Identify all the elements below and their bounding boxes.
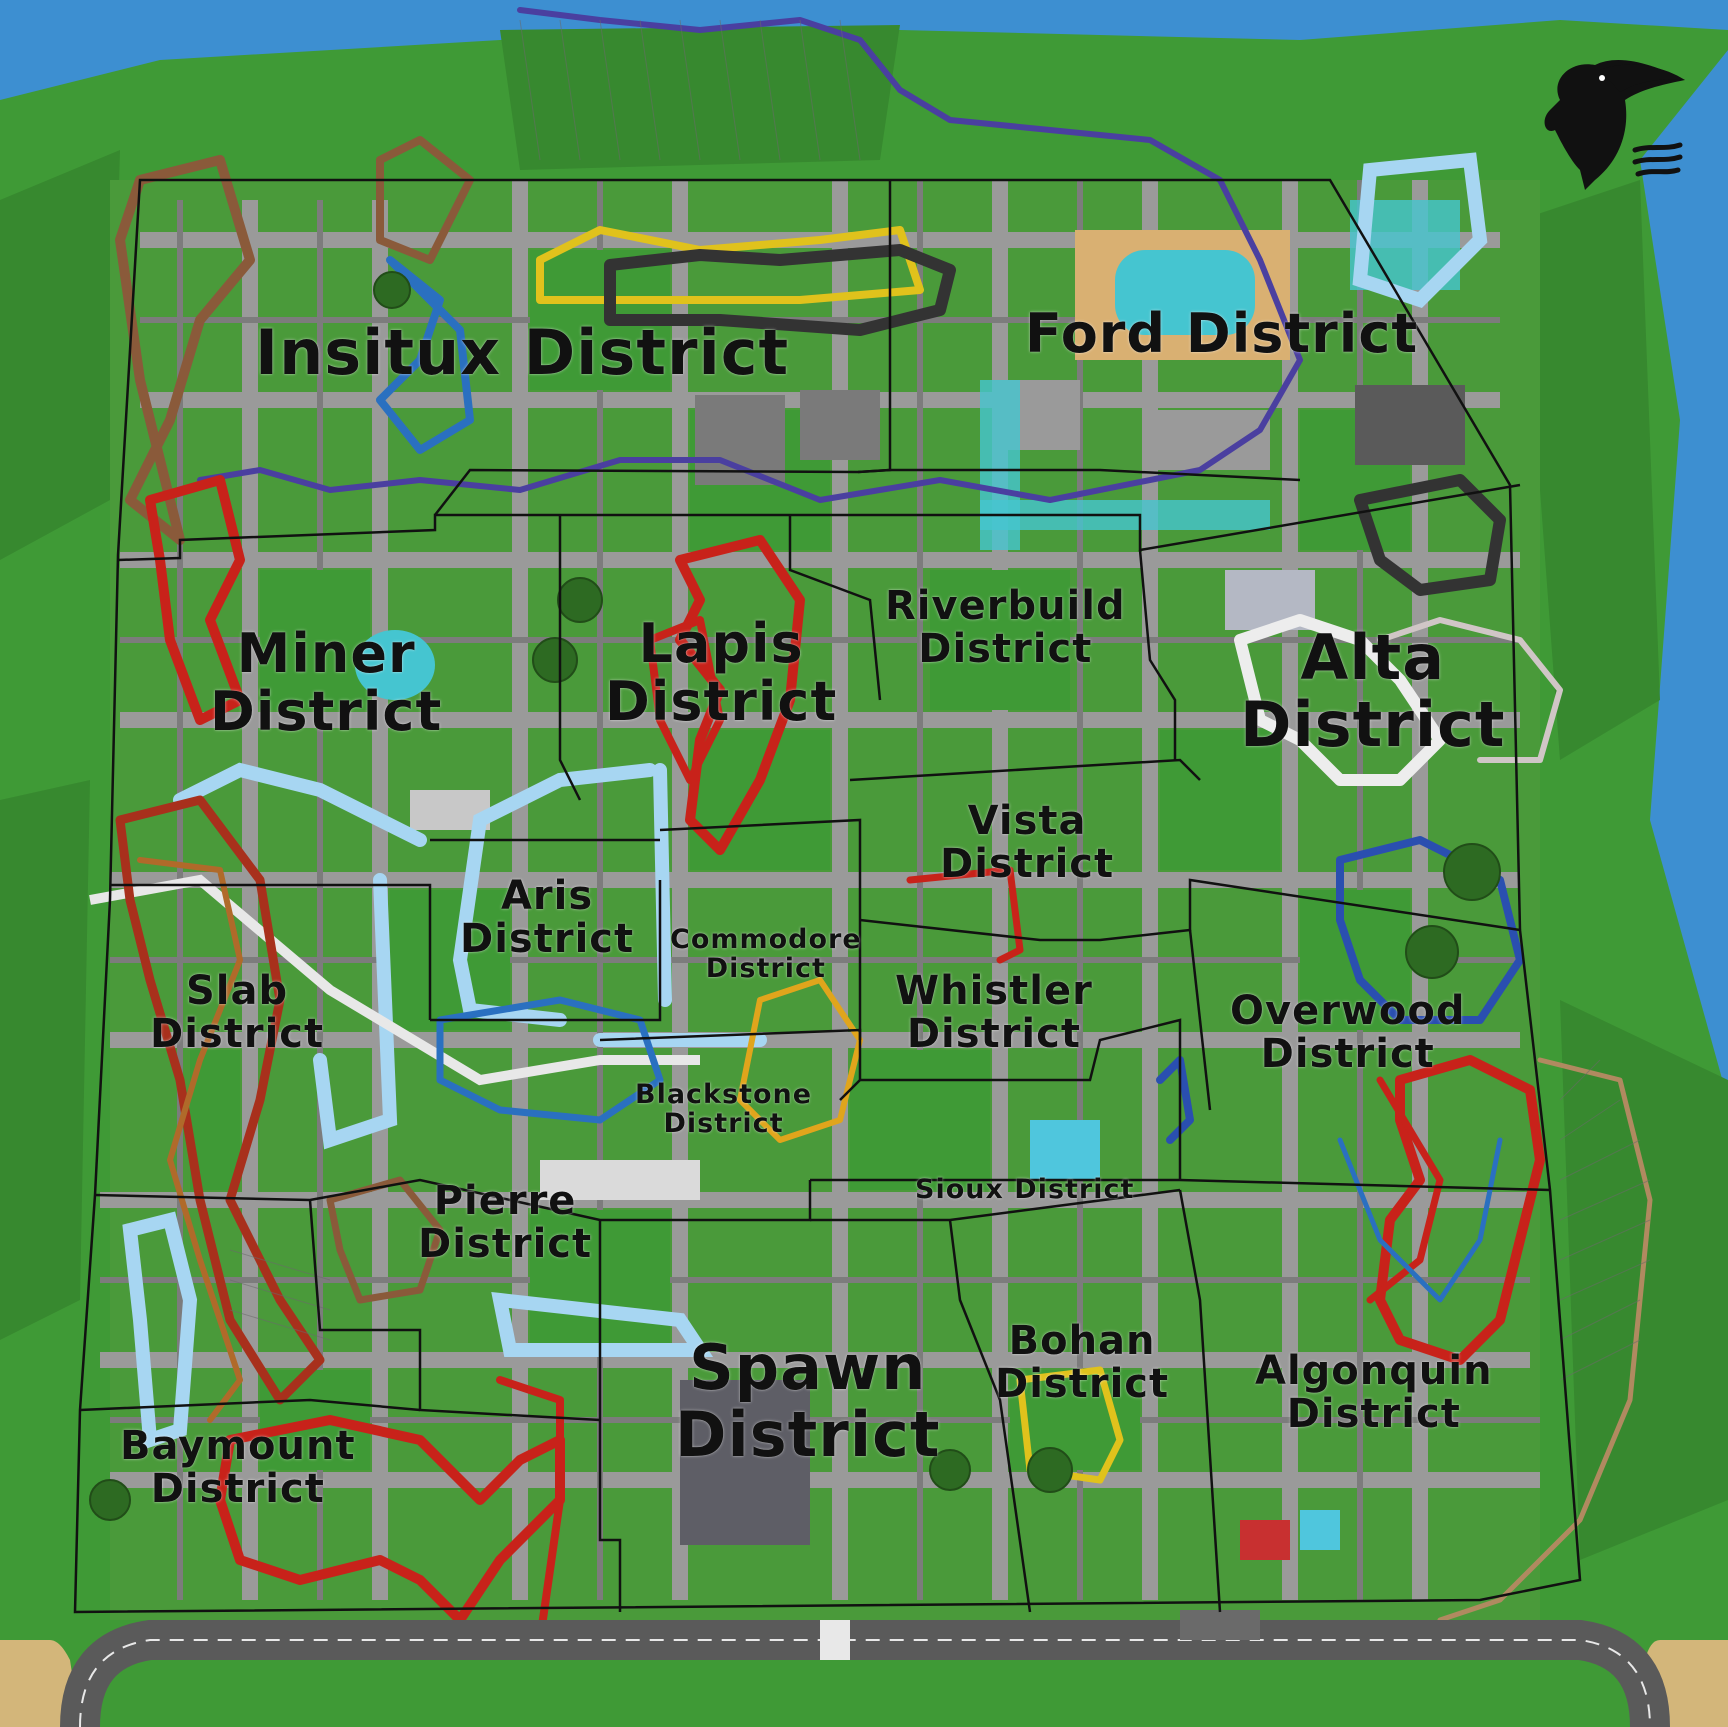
support-structures [229,19,1651,1381]
district-label-line: District [605,670,838,734]
district-label-slab: Slab District [150,968,325,1058]
district-label-baymount: Baymount District [120,1423,356,1513]
grass-patch [1520,180,1660,760]
district-label-line: District [1286,1391,1461,1438]
district-label-line: District [1240,687,1506,761]
district-label-line: District [705,953,826,985]
district-label-blackstone: Blackstone District [635,1080,812,1138]
district-label-line: Commodore [670,924,862,955]
district-label-line: District [150,1466,325,1513]
district-label-line: District [418,1221,593,1268]
district-label-spawn: Spawn District [675,1331,941,1471]
district-label-lapis: Lapis District [605,612,838,734]
crosswalk [820,1620,850,1660]
buildings [355,200,1465,1560]
district-label-ford: Ford District [1025,302,1419,365]
district-label-line: Lapis [638,612,804,675]
district-label-line: Aris [500,873,594,919]
district-label-line: Miner [236,622,416,685]
district-label-line: District [210,680,443,744]
district-label-line: District [995,1361,1170,1408]
district-label-line: Blackstone [635,1079,813,1110]
highway [0,1610,1728,1727]
district-label-line: Whistler [895,968,1093,1014]
grass-patch [0,780,90,1340]
district-label-line: Vista [967,798,1087,844]
district-label-line: Ford District [1025,302,1419,365]
district-label-vista: Vista District [940,798,1115,888]
district-label-line: District [1260,1031,1435,1078]
trees [89,271,1501,1521]
district-borders [73,178,1582,1614]
district-label-line: Slab [185,968,289,1014]
district-label-line: Sioux District [915,1174,1135,1205]
district-label-miner: Miner District [210,622,443,744]
district-label-line: Riverbuild [885,583,1126,629]
district-label-line: Alta [1300,621,1446,694]
district-label-aris: Aris District [460,873,635,963]
district-label-line: Baymount [120,1423,356,1469]
district-label-line: District [940,841,1115,888]
grass-patch [0,150,120,560]
district-label-line: District [918,626,1093,673]
district-label-pierre: Pierre District [418,1178,593,1268]
district-label-sioux: Sioux District [915,1175,1134,1204]
district-label-line: Bohan [1008,1318,1156,1364]
district-label-line: Spawn [689,1331,927,1404]
district-label-commodore: Commodore District [670,925,862,983]
district-label-line: Insitux District [255,316,790,389]
district-label-line: Overwood [1230,988,1466,1034]
coasters [115,7,1653,1644]
district-label-overwood: Overwood District [1230,988,1466,1078]
toucan-logo-icon [1544,60,1685,190]
district-label-riverbuild: Riverbuild District [885,583,1126,673]
beach [0,1640,80,1727]
district-label-algonquin: Algonquin District [1255,1348,1493,1438]
district-label-line: District [906,1011,1081,1058]
coaster-white [89,874,700,1086]
district-label-line: District [460,916,635,963]
district-label-line: District [663,1108,784,1140]
district-label-line: District [150,1011,325,1058]
district-label-alta: Alta District [1240,621,1506,761]
district-label-line: Algonquin [1255,1348,1493,1394]
district-label-line: District [675,1397,941,1471]
district-label-insitux: Insitux District [255,316,790,389]
grass-patch [500,25,900,170]
district-label-whistler: Whistler District [895,968,1093,1058]
district-label-line: Pierre [433,1178,577,1224]
waterslides [122,152,1488,1450]
district-label-bohan: Bohan District [995,1318,1170,1408]
